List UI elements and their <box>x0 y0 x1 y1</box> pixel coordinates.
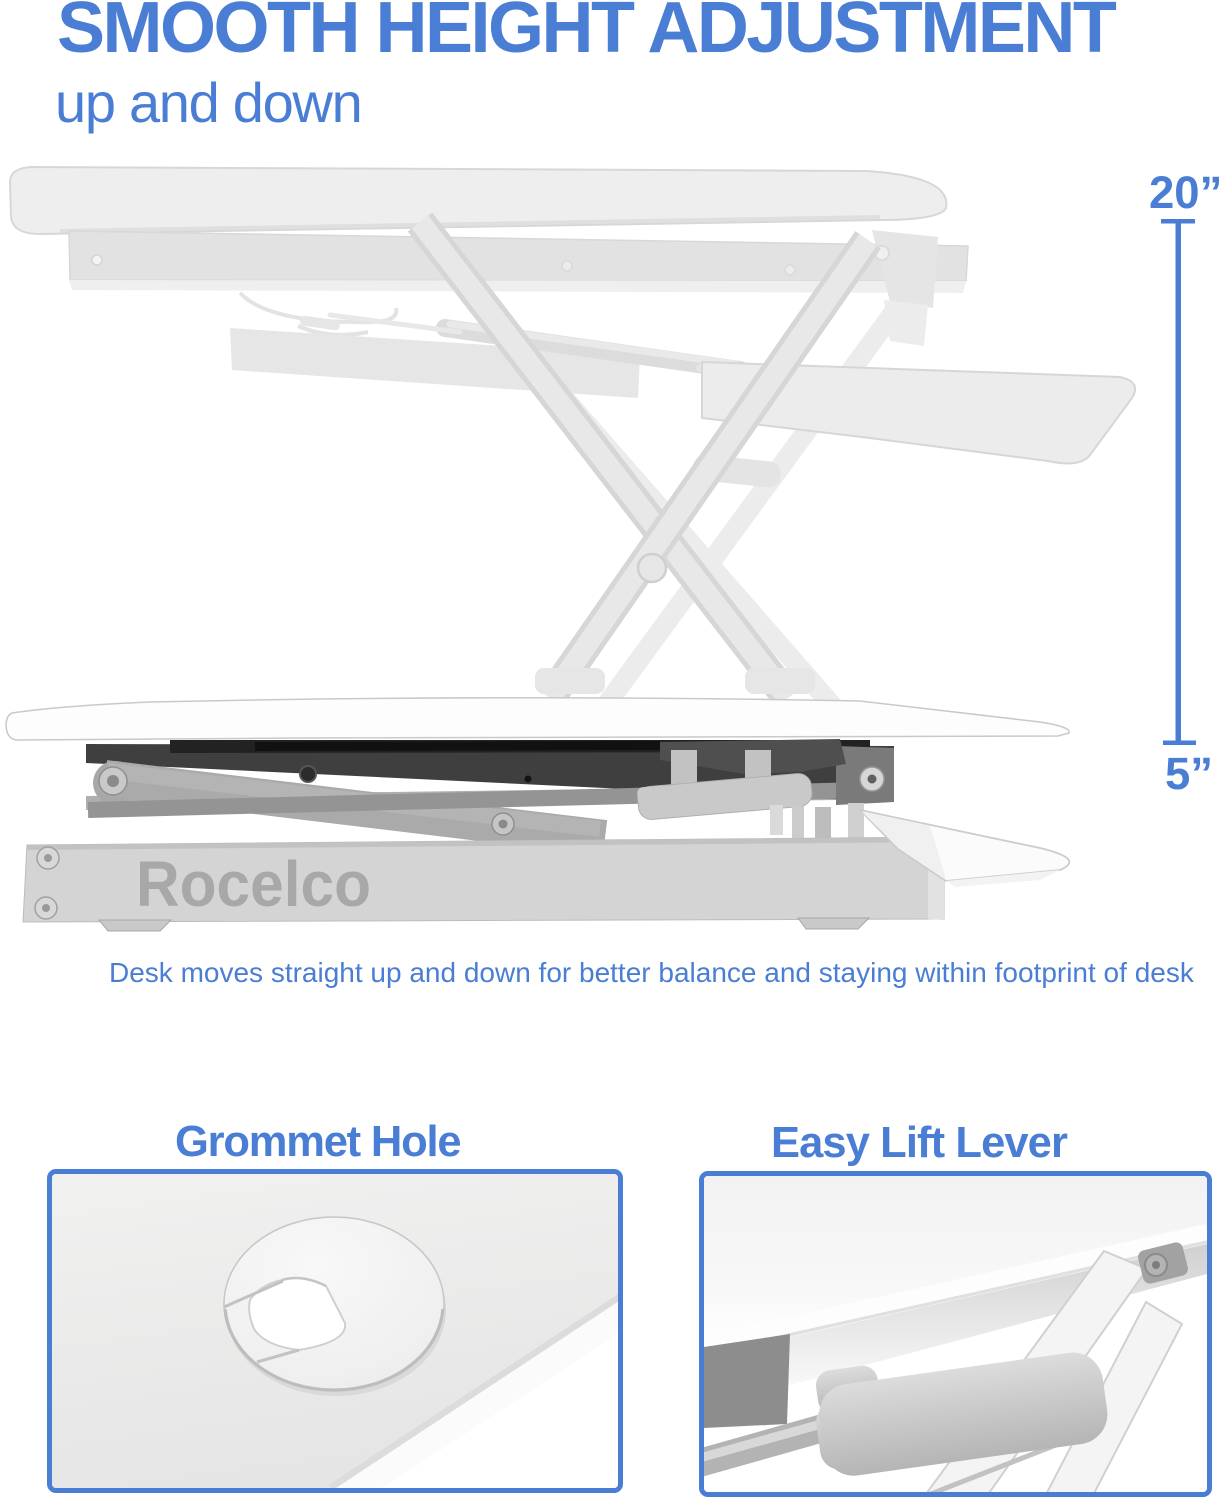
svg-text:Rocelco: Rocelco <box>136 848 371 920</box>
